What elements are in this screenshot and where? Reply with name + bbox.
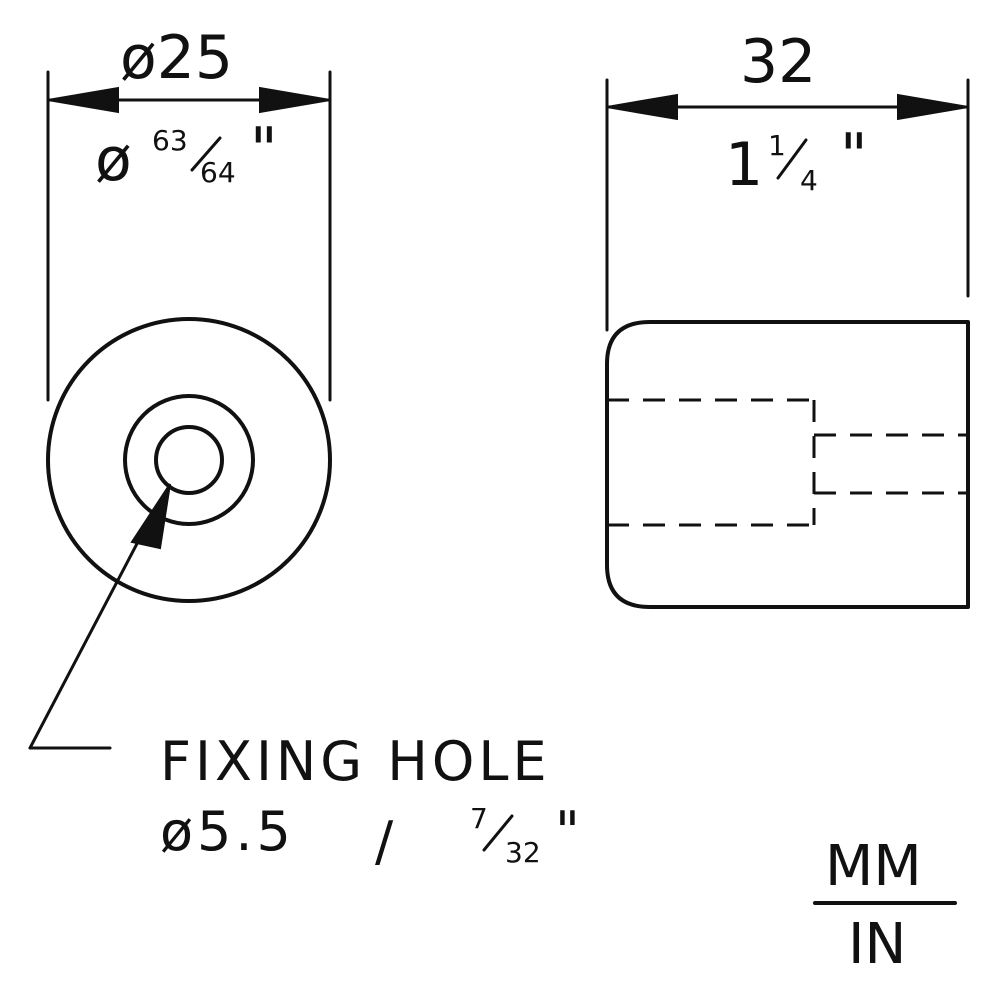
- fixing-hole-label: FIXING HOLE ø5.5 / 7 32 ": [160, 730, 584, 873]
- side-length-inch-denominator: 4: [800, 164, 818, 197]
- front-diameter-inch-prefix: ø: [95, 125, 132, 195]
- side-dimension-line: [605, 93, 970, 121]
- fixing-hole-separator: /: [375, 810, 397, 873]
- fixing-hole-title: FIXING HOLE: [160, 730, 551, 793]
- front-diameter-inch-denominator: 64: [200, 156, 236, 189]
- front-outer-circle: [46, 317, 332, 603]
- fixing-hole-leader: [28, 483, 171, 750]
- front-fixing-hole-circle: [154, 425, 224, 495]
- side-hidden-lines: [607, 398, 968, 527]
- front-diameter-inch-mark: ": [250, 115, 278, 185]
- units-numerator: MM: [825, 834, 922, 899]
- front-diameter-inch: ø 63 64 ": [95, 115, 278, 195]
- side-length-fraction-bar: [776, 138, 808, 180]
- fixing-hole-size-inch-numerator: 7: [470, 802, 488, 835]
- side-length-inch-whole: 1: [725, 130, 763, 200]
- front-dimension-line: [46, 86, 332, 114]
- side-length-inch-mark: ": [840, 121, 868, 191]
- side-length-mm: 32: [740, 27, 816, 97]
- front-diameter-mm: ø25: [120, 23, 233, 93]
- front-diameter-inch-numerator: 63: [152, 124, 188, 157]
- side-body-outline: [605, 320, 970, 609]
- units-denominator: IN: [848, 912, 906, 977]
- fixing-hole-fraction-bar: [482, 814, 514, 852]
- front-diameter-fraction-bar: [190, 136, 222, 172]
- front-counterbore-circle: [123, 394, 255, 526]
- fixing-hole-size-inch-denominator: 32: [505, 836, 541, 869]
- units-legend: MM IN: [813, 834, 957, 977]
- fixing-hole-size-inch-mark: ": [555, 800, 584, 863]
- side-view: 32 1 1 4 ": [605, 27, 970, 609]
- side-length-inch-numerator: 1: [768, 129, 786, 162]
- side-length-inch: 1 1 4 ": [725, 121, 868, 200]
- fixing-hole-size-mm: ø5.5: [160, 800, 295, 863]
- front-view: ø25 ø 63 64 ": [28, 23, 332, 750]
